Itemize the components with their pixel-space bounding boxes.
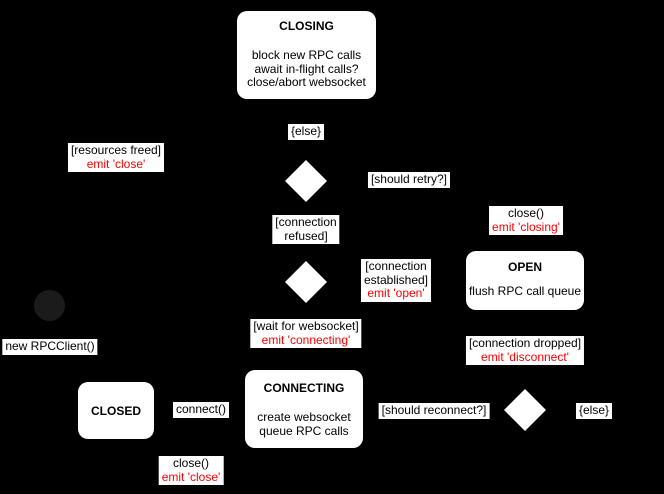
label-else-right: {else} bbox=[575, 403, 613, 419]
label-should-retry: [should retry?] bbox=[367, 172, 451, 188]
label-close-closing: close() emit 'closing' bbox=[489, 206, 563, 235]
emit-text: emit 'close' bbox=[161, 469, 221, 484]
label-resources-freed: [resources freed] emit 'close' bbox=[67, 143, 165, 172]
emit-text: emit 'connecting' bbox=[261, 332, 351, 347]
state-connecting-body-line: queue RPC calls bbox=[259, 424, 349, 438]
state-open: OPEN flush RPC call queue bbox=[466, 251, 584, 310]
state-closed-title: CLOSED bbox=[90, 403, 141, 418]
state-open-body-line: flush RPC call queue bbox=[468, 284, 582, 298]
label-new-rpcclient: new RPCClient() bbox=[2, 339, 98, 355]
state-connecting-body-line: create websocket bbox=[257, 410, 351, 424]
decision-diamond-retry bbox=[285, 160, 327, 202]
label-wait-websocket: [wait for websocket] emit 'connecting' bbox=[250, 319, 362, 348]
state-closing-body-line: close/abort websocket bbox=[247, 75, 366, 89]
label-connection-dropped: [connection dropped] emit 'disconnect' bbox=[465, 336, 585, 365]
call-text: close() bbox=[507, 206, 545, 220]
state-closing: CLOSING block new RPC calls await in-fli… bbox=[237, 11, 376, 99]
guard-text: [connection dropped] bbox=[468, 336, 582, 350]
state-closing-title: CLOSING bbox=[279, 19, 334, 33]
state-closing-body-line: await in-flight calls? bbox=[254, 61, 359, 76]
decision-diamond-reconnect bbox=[504, 389, 546, 431]
guard-text: [connection bbox=[275, 215, 337, 229]
decision-diamond-connection bbox=[285, 261, 327, 303]
emit-text: emit 'closing' bbox=[492, 219, 560, 234]
label-connection-established: [connection established] emit 'open' bbox=[360, 259, 432, 302]
guard-text: [wait for websocket] bbox=[253, 319, 359, 333]
emit-text: emit 'open' bbox=[367, 286, 425, 300]
label-connection-refused: [connection refused] bbox=[272, 215, 340, 244]
label-connect: connect() bbox=[172, 402, 230, 418]
guard-text: [connection bbox=[365, 259, 427, 273]
guard-text: established] bbox=[363, 272, 429, 287]
state-open-title: OPEN bbox=[507, 260, 542, 274]
label-else-top: {else} bbox=[287, 124, 325, 140]
call-text: close() bbox=[172, 456, 210, 470]
state-closing-body-line: block new RPC calls bbox=[251, 48, 362, 62]
state-closed: CLOSED bbox=[78, 382, 154, 439]
emit-text: emit 'close' bbox=[86, 156, 146, 171]
label-close-close: close() emit 'close' bbox=[158, 456, 224, 485]
guard-text: [resources freed] bbox=[70, 143, 162, 157]
state-connecting: CONNECTING create websocket queue RPC ca… bbox=[245, 370, 363, 448]
state-connecting-title: CONNECTING bbox=[263, 381, 345, 395]
label-should-reconnect: [should reconnect?] bbox=[378, 403, 490, 419]
emit-text: emit 'disconnect' bbox=[481, 349, 569, 364]
guard-text: refused] bbox=[284, 228, 328, 243]
initial-state-dot bbox=[34, 290, 65, 321]
